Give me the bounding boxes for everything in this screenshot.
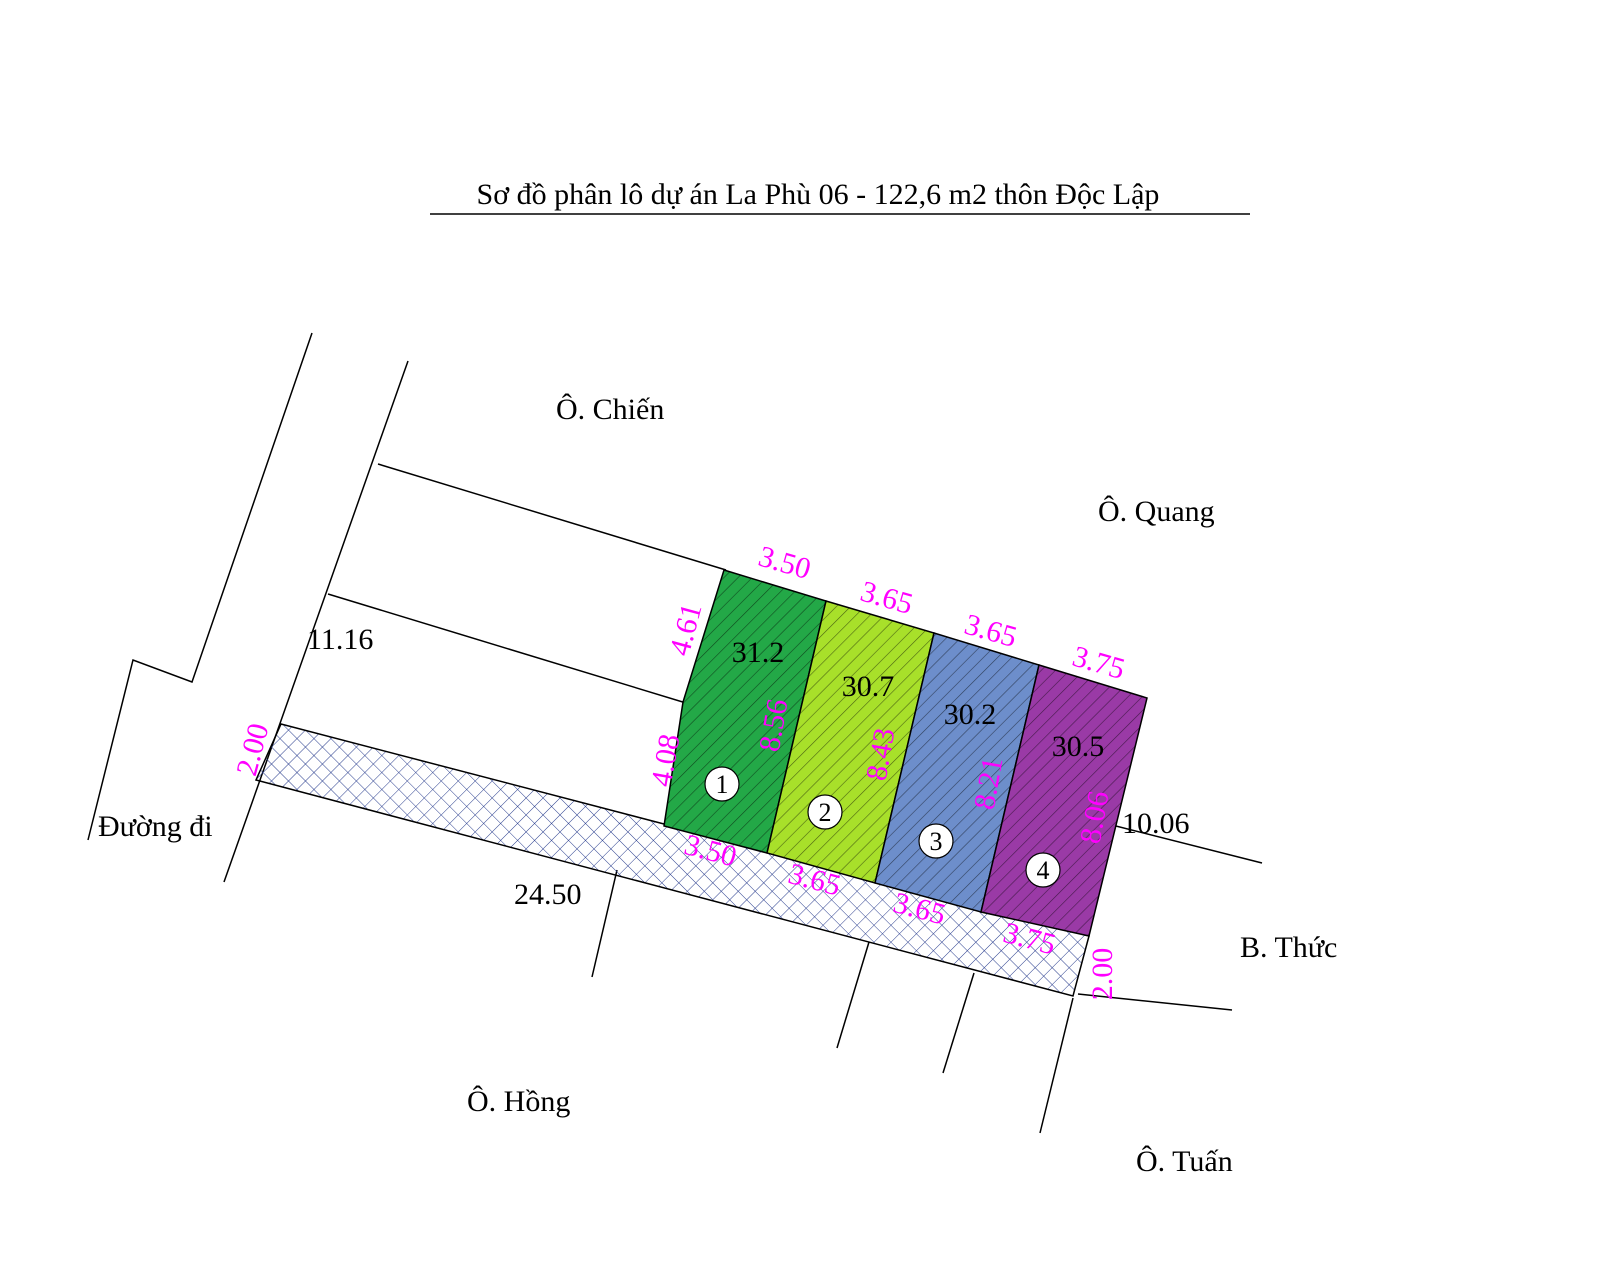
dim-strip-right: 2.00 [1086,948,1119,1001]
dim-lot-1-top: 3.50 [755,540,815,586]
lot-1-number-badge: 1 [704,766,740,802]
lot-2-number: 2 [819,798,832,827]
lot-1-number: 1 [716,770,729,799]
strip-extension-line [1077,993,1233,1011]
road-left-line [87,332,313,841]
access-strip [254,723,1090,997]
tuan-boundary [1039,997,1074,1134]
thuc-boundary-line [1103,822,1263,864]
chien-plot-line [377,463,727,571]
lot-1-area: 31.2 [732,636,785,669]
owner-tuan: Ô. Tuấn [1136,1145,1233,1178]
lot-3-area: 30.2 [944,698,997,731]
dim-road-length: 24.50 [514,878,582,911]
middle-plot-line [327,593,687,704]
lot-3-number: 3 [930,827,943,856]
dim-right-length: 10.06 [1122,807,1190,840]
page-title: Sơ đồ phân lô dự án La Phù 06 - 122,6 m2… [477,178,1160,211]
road-label: Đường đi [98,810,213,843]
owner-quang: Ô. Quang [1098,495,1215,528]
lot-2-area: 30.7 [842,670,895,703]
lot-4-area: 30.5 [1052,730,1105,763]
lot-4 [980,664,1148,937]
hong-boundary-1 [591,869,618,978]
dim-left-plot-width: 11.16 [307,623,373,656]
owner-hong: Ô. Hồng [467,1085,570,1118]
hong-boundary-3 [942,972,975,1074]
lot-3-number-badge: 3 [918,823,954,859]
lot-2-number-badge: 2 [807,794,843,830]
road-right-line [223,360,409,883]
lot-4-number: 4 [1037,856,1050,885]
owner-thuc: B. Thức [1240,931,1337,964]
owner-chien: Ô. Chiến [556,393,664,426]
lot-4-number-badge: 4 [1025,852,1061,888]
hong-boundary-2 [836,941,870,1049]
